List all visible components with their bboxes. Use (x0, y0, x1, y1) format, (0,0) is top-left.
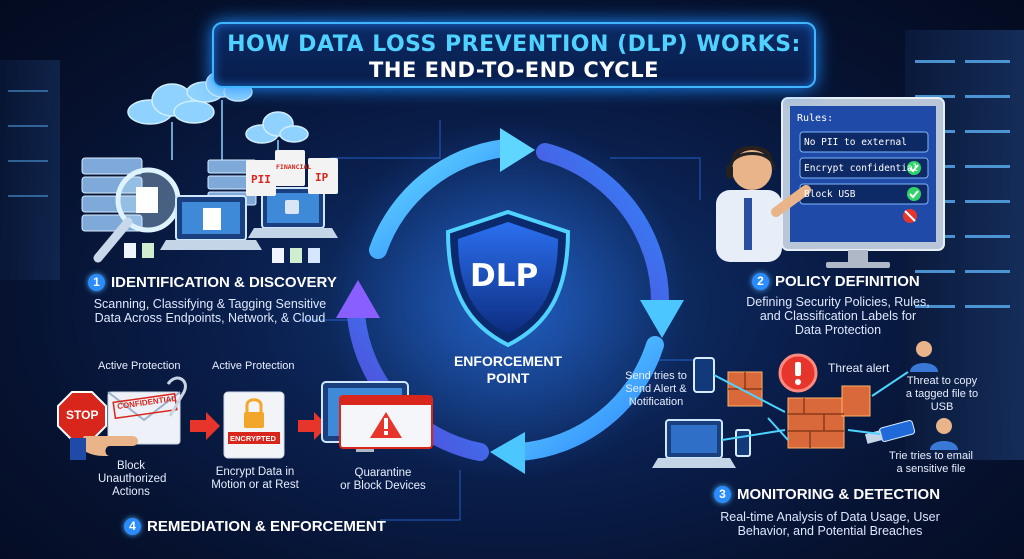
step-2-badge: 2 (752, 273, 769, 290)
step-3-heading: 3 MONITORING & DETECTION (714, 486, 940, 503)
usb-threat-label: Threat to copy a tagged file to USB (896, 375, 988, 414)
step-1-heading-text: IDENTIFICATION & DISCOVERY (111, 274, 337, 291)
laptop-icon (248, 187, 338, 238)
send-alert-label: Send tries to Send Alert & Notification (614, 370, 698, 409)
step-2-heading-text: POLICY DEFINITION (775, 273, 920, 290)
enforcement-caption-line-2: POINT (486, 370, 530, 386)
step-2-desc-line-1: Defining Security Policies, Rules, (746, 295, 930, 309)
quarantine-line-2: or Block Devices (340, 480, 426, 492)
block-line-2: Unauthorized (98, 473, 167, 485)
file-tag-financial: FINANCIAL (276, 163, 312, 171)
policy-illustration (716, 97, 945, 268)
cycle-arrows (336, 128, 684, 474)
step-4-badge: 4 (124, 518, 141, 535)
monitor-rules-header: Rules: (797, 113, 834, 124)
check-icon (907, 161, 921, 201)
step-2-heading: 2 POLICY DEFINITION (752, 273, 920, 290)
stop-sign-text: STOP (66, 408, 99, 422)
threat-alert-label: Threat alert (828, 361, 890, 375)
flow-arrows (713, 371, 909, 441)
dlp-shield-icon (445, 209, 571, 348)
step-1-desc-line-2: Data Across Endpoints, Network, & Cloud (94, 311, 326, 325)
step-3-desc-line-2: Behavior, and Potential Breaches (737, 524, 923, 538)
step-3-description: Real-time Analysis of Data Usage, User B… (680, 510, 980, 538)
arrow-icon (190, 412, 328, 440)
tagged-file-icons (246, 150, 338, 196)
block-line-1: Block (116, 460, 146, 472)
person-icon (716, 146, 811, 262)
monitoring-illustration (652, 341, 958, 468)
title-line-2: THE END-TO-END CYCLE (369, 58, 659, 82)
file-tag-pii: PII (251, 173, 271, 186)
step-3-desc-line-1: Real-time Analysis of Data Usage, User (720, 510, 940, 524)
step-3-heading-text: MONITORING & DETECTION (737, 486, 941, 503)
step-3-badge: 3 (714, 486, 731, 503)
paperclip-icon (166, 376, 187, 417)
laptop-icon (160, 195, 262, 250)
email-threat-line-2: a sensitive file (896, 463, 966, 475)
firewall-icon (727, 371, 871, 449)
block-icon (903, 209, 917, 223)
encrypt-data-label: Encrypt Data in Motion or at Rest (200, 466, 310, 492)
active-protection-label-2: Active Protection (212, 360, 295, 372)
send-alert-line-1: Send tries to (625, 370, 687, 382)
title-banner: HOW DATA LOSS PREVENTION (DLP) WORKS: TH… (212, 22, 816, 88)
rule-3-text: Block USB (804, 189, 856, 200)
quarantine-line-1: Quarantine (354, 467, 412, 479)
step-2-desc-line-3: Data Protection (794, 323, 882, 337)
cloud-icon (127, 70, 309, 144)
encrypt-line-1: Encrypt Data in (215, 466, 295, 478)
quarantine-label: Quarantine or Block Devices (328, 467, 438, 493)
laptop-icon (652, 419, 736, 468)
send-alert-line-2: Send Alert & (625, 383, 687, 395)
envelope-icon (107, 391, 181, 445)
step-1-description: Scanning, Classifying & Tagging Sensitiv… (60, 297, 360, 325)
file-tag-ip: IP (315, 171, 329, 184)
block-line-3: Actions (112, 486, 150, 498)
rule-2-text: Encrypt confidential (804, 163, 919, 174)
step-1-desc-line-1: Scanning, Classifying & Tagging Sensitiv… (93, 297, 327, 311)
remediation-illustration (57, 376, 433, 460)
title-line-1: HOW DATA LOSS PREVENTION (DLP) WORKS: (227, 32, 801, 57)
step-4-heading: 4 REMEDIATION & ENFORCEMENT (124, 518, 386, 535)
server-rack-left (0, 60, 60, 280)
shield-label: DLP (470, 258, 539, 294)
step-1-badge: 1 (88, 274, 105, 291)
usb-threat-line-1: Threat to copy (906, 375, 978, 387)
step-4-heading-text: REMEDIATION & ENFORCEMENT (147, 518, 386, 535)
alert-icon (778, 353, 818, 393)
usb-threat-line-3: USB (930, 401, 954, 413)
small-document-icons (124, 243, 320, 263)
lock-file-icon (223, 391, 285, 459)
email-threat-line-1: Trie tries to email (889, 450, 973, 462)
encrypted-tag: ENCRYPTED (230, 434, 276, 443)
quarantine-monitor-icon (321, 381, 433, 452)
email-threat-label: Trie tries to email a sensitive file (876, 450, 986, 476)
user-icon (910, 341, 958, 450)
enforcement-caption: ENFORCEMENT POINT (448, 353, 568, 387)
step-2-desc-line-2: and Classification Labels for (759, 309, 917, 323)
rule-1-text: No PII to external (804, 137, 907, 148)
block-actions-label: Block Unauthorized Actions (98, 460, 167, 499)
step-2-description: Defining Security Policies, Rules, and C… (718, 295, 958, 337)
active-protection-label-1: Active Protection (98, 360, 181, 372)
hand-icon (70, 436, 138, 460)
send-alert-line-3: Notification (628, 396, 684, 408)
magnifier-icon (93, 167, 181, 263)
encrypt-line-2: Motion or at Rest (211, 479, 299, 491)
step-1-heading: 1 IDENTIFICATION & DISCOVERY (88, 274, 337, 291)
discovery-illustration (81, 70, 338, 263)
rule-rows (799, 131, 929, 205)
usb-threat-line-2: a tagged file to (905, 388, 979, 400)
enforcement-caption-line-1: ENFORCEMENT (453, 353, 563, 369)
